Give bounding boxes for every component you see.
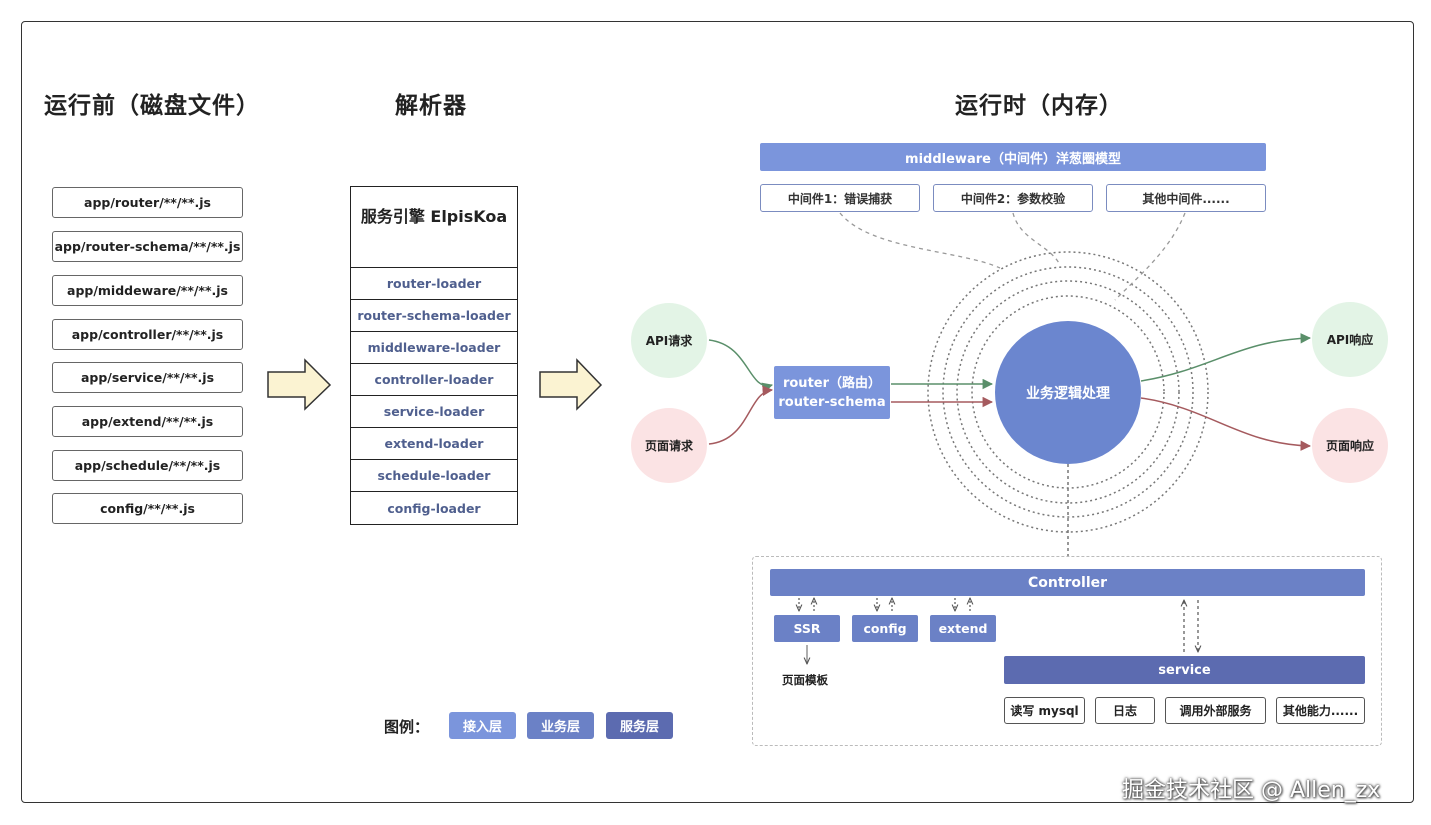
service-bar: service: [1004, 656, 1365, 684]
core-to-page-response: [1140, 397, 1312, 451]
loader-config: config-loader: [387, 500, 481, 516]
router-label: router（路由）: [782, 375, 882, 391]
middleware-others: 其他中间件......: [1106, 184, 1266, 212]
file-box-router-schema: app/router-schema/**/**.js: [52, 231, 243, 262]
module-ssr: SSR: [774, 615, 840, 642]
service-external: 调用外部服务: [1165, 697, 1266, 724]
loader-service: service-loader: [351, 396, 517, 428]
file-box-schedule: app/schedule/**/**.js: [52, 450, 243, 481]
section-title-runtime: 运行时（内存）: [955, 93, 1123, 119]
file-box-controller: app/controller/**/**.js: [52, 319, 243, 350]
loader-controller: controller-loader: [351, 364, 517, 396]
section-title-parser: 解析器: [395, 93, 467, 119]
diagram-frame: [21, 21, 1414, 803]
file-box-config: config/**/**.js: [52, 493, 243, 524]
page-template-label: 页面模板: [782, 673, 828, 687]
parser-box: 服务引擎 ElpisKoa router-loader router-schem…: [350, 186, 518, 525]
middleware-error-catch: 中间件1：错误捕获: [760, 184, 920, 212]
file-box-router: app/router/**/**.js: [52, 187, 243, 218]
module-extend: extend: [930, 615, 996, 642]
loader-extend: extend-loader: [351, 428, 517, 460]
controller-bar: Controller: [770, 569, 1365, 596]
legend-business-layer: 业务层: [527, 712, 594, 739]
router-box: router（路由） router-schema: [774, 366, 890, 419]
service-log: 日志: [1095, 697, 1155, 724]
middleware-param-validate: 中间件2：参数校验: [933, 184, 1093, 212]
middleware-connectors: [839, 212, 1186, 301]
block-arrow-2: [539, 358, 603, 411]
page-request-curve: [708, 385, 774, 445]
controller-service-arrows: [1184, 600, 1198, 652]
page-request-node: 页面请求: [631, 408, 707, 483]
api-response-node: API响应: [1312, 302, 1388, 377]
api-request-node: API请求: [631, 303, 707, 378]
loader-middleware: middleware-loader: [351, 332, 517, 364]
business-logic-core: 业务逻辑处理: [995, 321, 1141, 464]
file-box-service: app/service/**/**.js: [52, 362, 243, 393]
file-box-middleware: app/middeware/**/**.js: [52, 275, 243, 306]
router-schema-label: router-schema: [778, 394, 886, 410]
core-to-api-response: [1140, 333, 1312, 382]
file-box-extend: app/extend/**/**.js: [52, 406, 243, 437]
business-region: [752, 556, 1382, 746]
legend-service-layer: 服务层: [606, 712, 673, 739]
module-config: config: [852, 615, 918, 642]
legend-access-layer: 接入层: [449, 712, 516, 739]
watermark: 掘金技术社区 @ Allen_zx: [1122, 778, 1381, 803]
service-mysql: 读写 mysql: [1004, 697, 1085, 724]
middleware-header: middleware（中间件）洋葱圈模型: [760, 143, 1266, 171]
parser-title: 服务引擎 ElpisKoa: [351, 187, 517, 268]
loader-router-schema: router-schema-loader: [351, 300, 517, 332]
loader-router: router-loader: [351, 268, 517, 300]
block-arrow-1: [267, 358, 332, 411]
page-response-node: 页面响应: [1312, 408, 1388, 483]
service-others: 其他能力......: [1276, 697, 1365, 724]
section-title-before-run: 运行前（磁盘文件）: [44, 93, 260, 119]
legend-title: 图例：: [384, 718, 430, 736]
loader-schedule: schedule-loader: [351, 460, 517, 492]
api-request-curve: [708, 339, 774, 393]
